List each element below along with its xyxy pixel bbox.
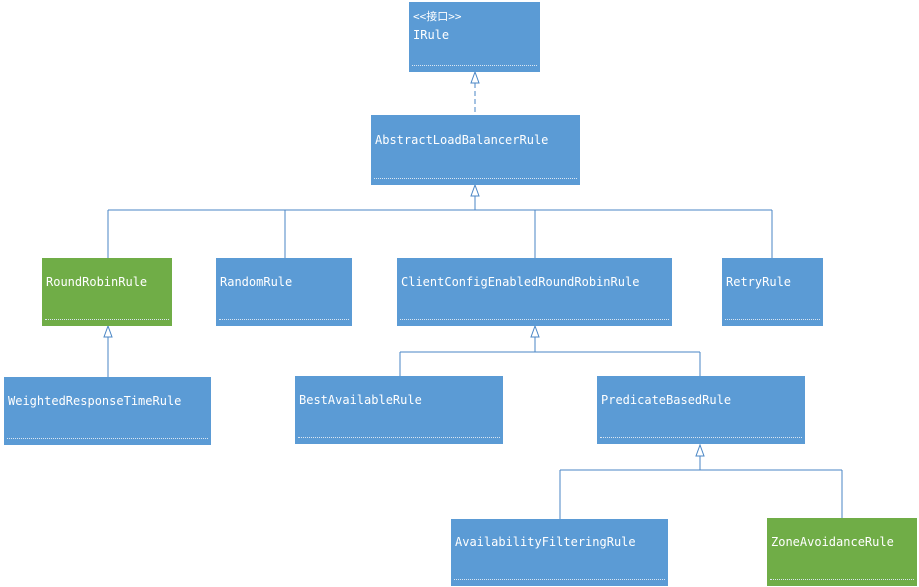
predicate-based-rule-box: PredicateBasedRule bbox=[597, 376, 805, 444]
class-name: ClientConfigEnabledRoundRobinRule bbox=[401, 274, 640, 289]
abstract-load-balancer-rule-box: AbstractLoadBalancerRule bbox=[371, 115, 580, 185]
inheritance-arrowhead bbox=[470, 183, 480, 197]
compartment-divider bbox=[219, 319, 349, 320]
stereotype-label: <<接口>> bbox=[413, 10, 462, 23]
class-name: IRule bbox=[413, 28, 450, 42]
availability-filtering-rule-box: AvailabilityFilteringRule bbox=[451, 519, 668, 586]
class-name: ZoneAvoidanceRule bbox=[771, 534, 894, 549]
round-robin-rule-box: RoundRobinRule bbox=[42, 258, 172, 326]
realization-arrowhead bbox=[470, 70, 480, 84]
class-name: AvailabilityFilteringRule bbox=[455, 535, 636, 550]
compartment-divider bbox=[454, 579, 665, 580]
compartment-divider bbox=[374, 178, 577, 179]
inheritance-arrowhead bbox=[103, 324, 113, 338]
best-available-rule-box: BestAvailableRule bbox=[295, 376, 503, 444]
compartment-divider bbox=[412, 65, 537, 66]
compartment-divider bbox=[725, 319, 820, 320]
random-rule-box: RandomRule bbox=[216, 258, 352, 326]
weighted-response-time-rule-box: WeightedResponseTimeRule bbox=[4, 377, 211, 445]
compartment-divider bbox=[770, 579, 914, 580]
zone-avoidance-rule-box: ZoneAvoidanceRule bbox=[767, 518, 917, 586]
class-name: PredicateBasedRule bbox=[601, 392, 732, 407]
class-name: WeightedResponseTimeRule bbox=[8, 393, 182, 408]
inheritance-arrowhead bbox=[530, 324, 540, 338]
compartment-divider bbox=[45, 319, 169, 320]
class-name: RandomRule bbox=[220, 274, 293, 289]
retry-rule-box: RetryRule bbox=[722, 258, 823, 326]
irule-interface-box: <<接口>> IRule bbox=[409, 2, 540, 72]
compartment-divider bbox=[7, 438, 208, 439]
class-name: BestAvailableRule bbox=[299, 392, 422, 407]
class-name: AbstractLoadBalancerRule bbox=[375, 132, 549, 147]
client-config-enabled-round-robin-rule-box: ClientConfigEnabledRoundRobinRule bbox=[397, 258, 672, 326]
compartment-divider bbox=[298, 437, 500, 438]
class-name: RetryRule bbox=[726, 274, 792, 289]
compartment-divider bbox=[600, 437, 802, 438]
inheritance-arrowhead bbox=[695, 443, 705, 457]
class-name: RoundRobinRule bbox=[46, 274, 148, 289]
compartment-divider bbox=[400, 319, 669, 320]
